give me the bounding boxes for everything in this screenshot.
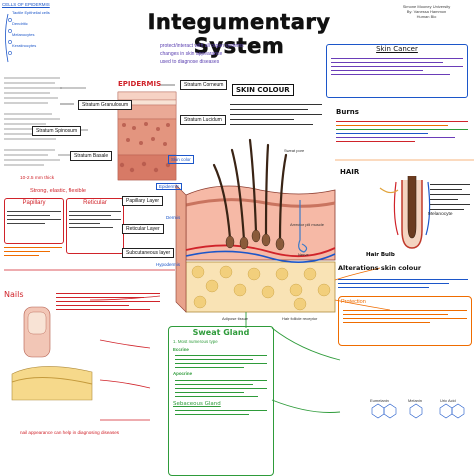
cells-item: Tactile Epithelial cells [12, 10, 50, 15]
adipose-label: Adipose tissue [222, 316, 249, 321]
nails-notes [56, 290, 160, 313]
credit-line: Human Bio [416, 14, 437, 19]
papillary-layer-label: Papillary Layer [122, 196, 164, 206]
dermis-side-label: Dermis [166, 215, 181, 220]
credit-line: By: Vanessa Hammon [406, 9, 447, 14]
stratum-label: Stratum Corneum [180, 80, 228, 90]
papillary-box: Papillary [4, 198, 64, 244]
page-title: Integumentary System [147, 10, 331, 59]
sweat-gland-heading: Sweat Gland [192, 328, 250, 337]
stratum-label: Stratum Lucidum [180, 115, 226, 125]
skin-colour-notes [230, 100, 322, 129]
skin-cancer-box: Skin Cancer [326, 44, 468, 98]
credits: Simone Mooney University By: Vanessa Ham… [384, 4, 469, 19]
sweat-item: Apocrine [173, 371, 193, 377]
epidermis-label: EPIDERMIS [118, 80, 162, 88]
cells-of-epidermis: CELLS OF EPIDERMIS Tactile Epithelial ce… [2, 2, 72, 48]
epidermis-side-label: Epidermis [156, 183, 183, 190]
melanocyte-label: Melanocyte [428, 212, 453, 217]
cells-item: Melanocytes [12, 32, 35, 37]
sweat-item: Eccrine [173, 346, 189, 352]
intro-item: changes in skin appearance [160, 51, 223, 58]
dermis-strong: Strong, elastic, flexible [30, 188, 86, 194]
sebaceous-heading: Sebaceous Gland [173, 400, 221, 407]
protection-heading: Protection [341, 299, 366, 305]
stratum-label: Stratum Basale [70, 151, 113, 161]
credit-line: Simone Mooney University [402, 4, 451, 9]
cells-item: Keratinocytes [12, 43, 37, 48]
skin-color-label: Skin color [168, 155, 194, 164]
reticular-heading: Reticular [83, 200, 107, 206]
sweat-pore-label: Sweat pore [284, 148, 305, 153]
reticular-notes [67, 206, 123, 233]
burns-notes [336, 118, 468, 145]
sweat-item: 1. Most numerous type [173, 339, 218, 344]
stratum-label: Stratum Granulosum [78, 100, 133, 110]
papillary-notes [5, 206, 63, 229]
subcutaneous-label: Subcutaneous layer [122, 248, 175, 258]
stratum-label: Stratum Spinosum [32, 126, 82, 136]
cells-heading: CELLS OF EPIDERMIS [2, 2, 50, 7]
hair-heading: HAIR [340, 168, 360, 176]
reticular-box: Reticular [66, 198, 124, 254]
sweat-gland-box: Sweat Gland 1. Most numerous type Eccrin… [168, 326, 274, 476]
hypodermis-side-label: Hypodermis [156, 262, 181, 267]
nails-note: nail appearance can help in diagnosing d… [20, 430, 120, 435]
skin-cancer-heading: Skin Cancer [376, 45, 418, 53]
alterations-notes [338, 276, 468, 291]
intro-item: used to diagnose diseases [160, 59, 220, 66]
nerve-label: Nerve [298, 252, 309, 257]
reticular-layer-label: Reticular Layer [122, 224, 164, 234]
uric-label: Uric Acid [440, 398, 456, 403]
arrector-label: Arrector pili muscle [290, 222, 325, 227]
eumelanin-label: Eumelanin [370, 398, 389, 403]
hair-notes [430, 180, 470, 214]
melanin-label: Melanin [408, 398, 423, 403]
papillary-heading: Papillary [22, 200, 46, 206]
dermis-note [4, 244, 62, 259]
alterations-heading: Alterations skin colour [338, 264, 422, 272]
hair-follicle-label: Hair follicle receptor [282, 316, 318, 321]
burns-heading: Burns [336, 108, 359, 116]
intro-list: protect/interact with all organ systems … [160, 42, 340, 67]
protection-box: Protection [338, 296, 472, 346]
thickness-note: 10-2.5 mm thick [20, 176, 55, 181]
nails-heading: Nails [4, 290, 24, 299]
hair-bulb-label: Hair Bulb [366, 252, 395, 258]
intro-item: protect/interact with all organ systems [160, 43, 244, 49]
cells-item: Dendritic [12, 21, 28, 26]
skin-colour-heading: SKIN COLOUR [232, 84, 294, 96]
